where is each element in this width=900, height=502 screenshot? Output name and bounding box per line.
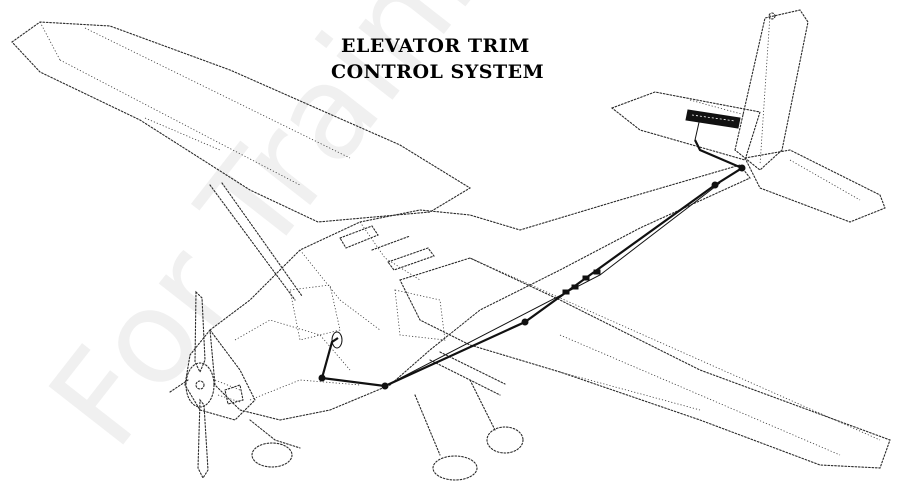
propeller (169, 290, 215, 480)
fuselage (209, 164, 751, 421)
vertical-stabilizer (734, 9, 809, 171)
trim-tab (685, 109, 741, 129)
left-wing-strut (209, 182, 303, 301)
right-wing-strut (429, 351, 506, 396)
trim-cable-run (318, 117, 746, 390)
diagram-title-line-2: CONTROL SYSTEM (331, 61, 545, 83)
diagram-title-line-1: ELEVATOR TRIM (341, 35, 530, 57)
right-horizontal-stabilizer (744, 149, 886, 223)
right-wing (399, 257, 891, 469)
cowling (184, 329, 256, 421)
left-horizontal-stabilizer (610, 91, 761, 161)
left-wing (11, 21, 472, 223)
landing-gear (249, 379, 524, 481)
